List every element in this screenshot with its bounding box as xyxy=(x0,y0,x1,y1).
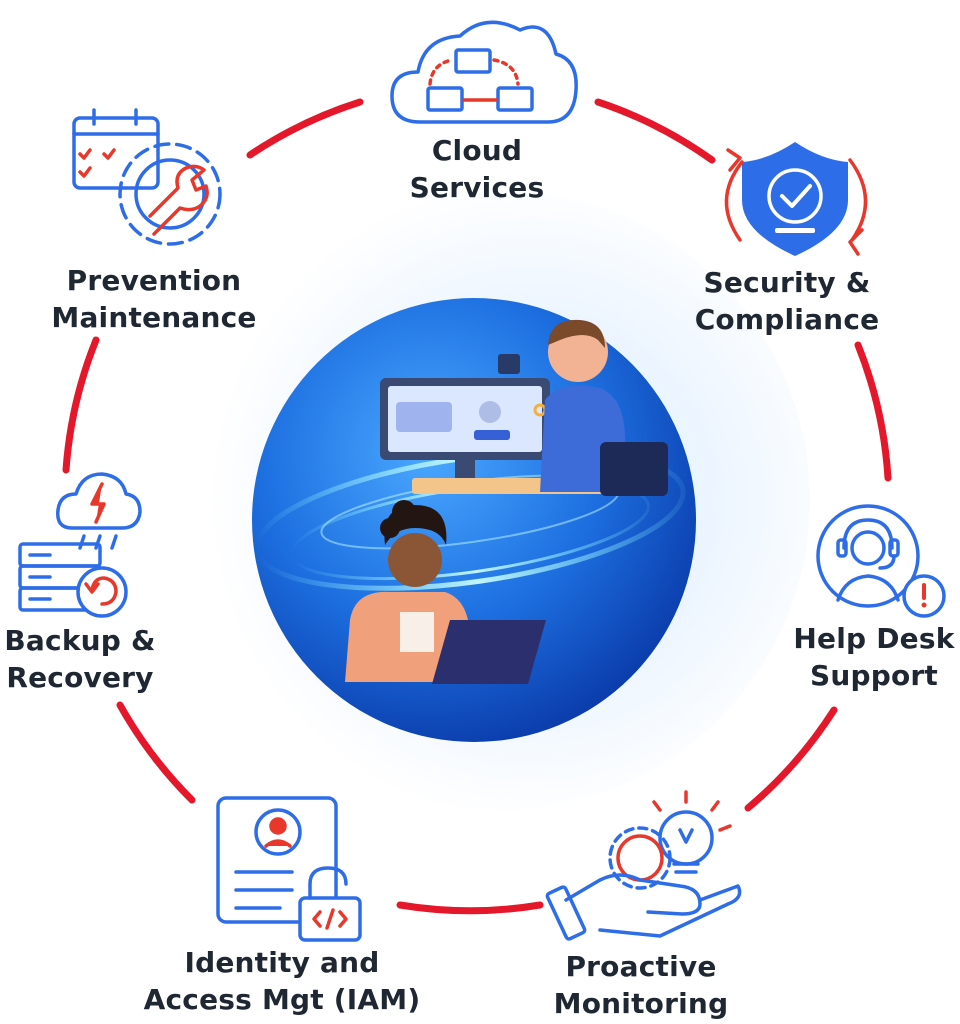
center-sphere-illustration xyxy=(252,298,696,742)
cloud-network-icon xyxy=(390,20,578,124)
label-backup-recovery: Backup &Recovery xyxy=(4,624,156,694)
shield-check-icon xyxy=(724,142,868,256)
calendar-gear-wrench-icon xyxy=(72,108,222,246)
headset-support-icon xyxy=(816,504,946,618)
ring-connector xyxy=(62,98,892,915)
id-card-lock-icon xyxy=(216,796,362,942)
server-cloud-restore-icon xyxy=(18,472,142,618)
label-security-compliance: Security &Compliance xyxy=(694,266,880,336)
hand-lightbulb-gear-icon xyxy=(545,790,742,941)
